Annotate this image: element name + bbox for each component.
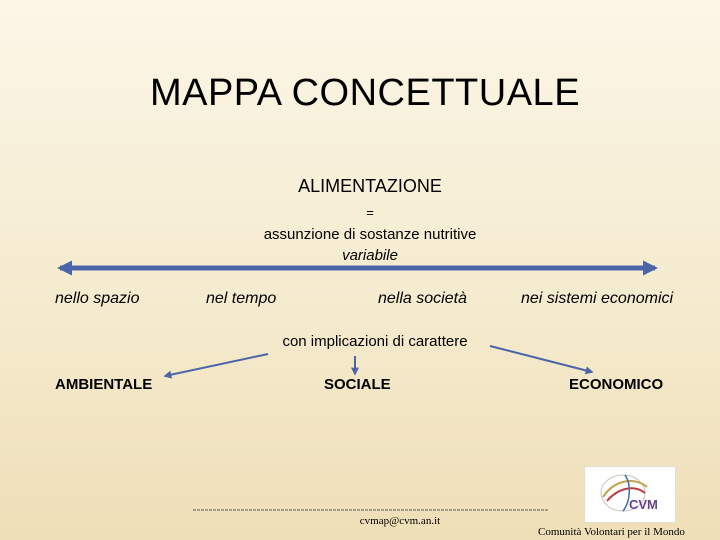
concept-qualifier: variabile — [342, 247, 398, 264]
category-economico: ECONOMICO — [569, 376, 664, 393]
concept-definition: assunzione di sostanze nutritive — [263, 226, 477, 243]
arrow-to-ambientale — [163, 353, 269, 379]
dimension-space: nello spazio — [55, 290, 140, 307]
globe-icon: CVM — [600, 474, 658, 512]
main-concept: ALIMENTAZIONE — [298, 176, 442, 196]
organization-name: Comunità Volontari per il Mondo — [538, 526, 685, 538]
page-title: MAPPA CONCETTUALE — [149, 72, 581, 114]
dimension-time: nel tempo — [206, 290, 277, 307]
contact-email[interactable]: cvmap@cvm.an.it — [359, 515, 441, 527]
dimension-society: nella società — [378, 290, 467, 307]
implications-label: con implicazioni di carattere — [282, 333, 468, 350]
arrow-to-economico — [489, 345, 594, 375]
logo-text: CVM — [629, 497, 658, 512]
category-ambientale: AMBIENTALE — [55, 376, 153, 393]
category-sociale: SOCIALE — [324, 376, 391, 393]
equals-sign: = — [366, 205, 374, 220]
dimension-economic-systems: nei sistemi economici — [521, 290, 674, 307]
cvm-logo: CVM — [584, 466, 676, 523]
